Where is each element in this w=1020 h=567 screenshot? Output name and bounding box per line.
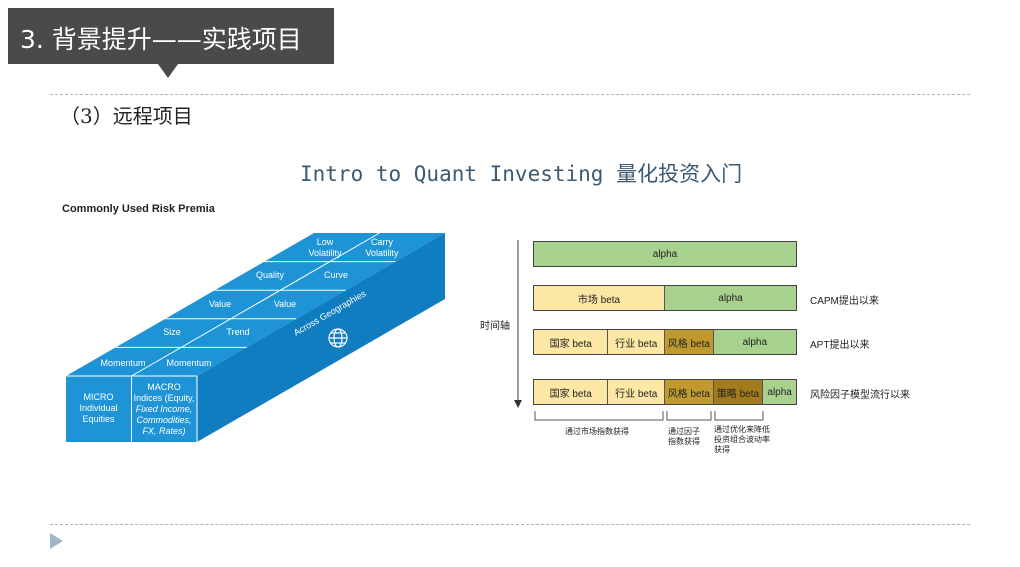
play-icon[interactable] xyxy=(50,533,63,549)
premia-curve: Curve xyxy=(323,270,348,280)
note-optimization: 通过优化来降低 投资组合波动率 获得 xyxy=(714,425,770,454)
segment-alpha: alpha xyxy=(665,286,796,310)
bottom-divider xyxy=(50,524,970,525)
risk-premia-cube xyxy=(66,232,445,442)
timeline-row-2: 市场 beta alpha xyxy=(533,285,797,311)
source-brackets xyxy=(534,411,764,421)
section-subtitle: （3）远程项目 xyxy=(60,104,193,128)
premia-momentum-left: Momentum xyxy=(100,358,146,368)
timeline-row-3: 国家 beta 行业 beta 风格 beta alpha xyxy=(533,329,797,355)
time-axis-arrow xyxy=(514,240,522,408)
segment-alpha: alpha xyxy=(534,242,796,266)
note-market-index: 通过市场指数获得 xyxy=(565,427,629,436)
premia-value-left: Value xyxy=(208,299,232,309)
premia-quality: Quality xyxy=(255,270,284,280)
timeline-row-4: 国家 beta 行业 beta 风格 beta 策略 beta alpha xyxy=(533,379,797,405)
page-title: 3. 背景提升——实践项目 xyxy=(20,25,302,54)
time-axis-label: 时间轴 xyxy=(480,321,510,332)
segment-country-beta: 国家 beta xyxy=(534,380,609,404)
premia-carry-volatility: Carry Volatility xyxy=(365,237,399,258)
segment-strategy-beta: 策略 beta xyxy=(713,380,764,404)
segment-industry-beta: 行业 beta xyxy=(608,380,665,404)
front-macro-label: MACRO Indices (Equity, Fixed Income, Com… xyxy=(131,382,197,437)
title-banner xyxy=(8,8,334,78)
front-macro-italic: Fixed Income, Commodities, FX, Rates) xyxy=(135,404,193,436)
premia-value-right: Value xyxy=(273,299,297,309)
premia-low-volatility: Low Volatility xyxy=(308,237,342,258)
segment-market-beta: 市场 beta xyxy=(534,286,665,310)
slide-heading: Intro to Quant Investing 量化投资入门 xyxy=(300,162,743,186)
segment-alpha: alpha xyxy=(713,330,796,354)
segment-style-beta: 风格 beta xyxy=(665,330,714,354)
row-4-caption: 风险因子模型流行以来 xyxy=(810,390,910,401)
row-2-caption: CAPM提出以来 xyxy=(810,296,879,307)
row-3-caption: APT提出以来 xyxy=(810,340,870,351)
globe-icon xyxy=(328,328,348,348)
segment-alpha: alpha xyxy=(763,380,796,404)
segment-country-beta: 国家 beta xyxy=(534,330,609,354)
note-factor-index: 通过因子 指数获得 xyxy=(668,427,700,446)
top-divider xyxy=(50,94,970,95)
premia-size: Size xyxy=(163,327,181,337)
segment-industry-beta: 行业 beta xyxy=(608,330,666,354)
premia-trend: Trend xyxy=(226,327,250,337)
front-macro-head: MACRO Indices (Equity, xyxy=(133,382,195,403)
risk-premia-title: Commonly Used Risk Premia xyxy=(62,203,215,215)
timeline-row-1: alpha xyxy=(533,241,797,267)
front-micro-label: MICRO Individual Equities xyxy=(79,392,118,424)
premia-momentum-right: Momentum xyxy=(166,358,212,368)
segment-style-beta: 风格 beta xyxy=(665,380,714,404)
